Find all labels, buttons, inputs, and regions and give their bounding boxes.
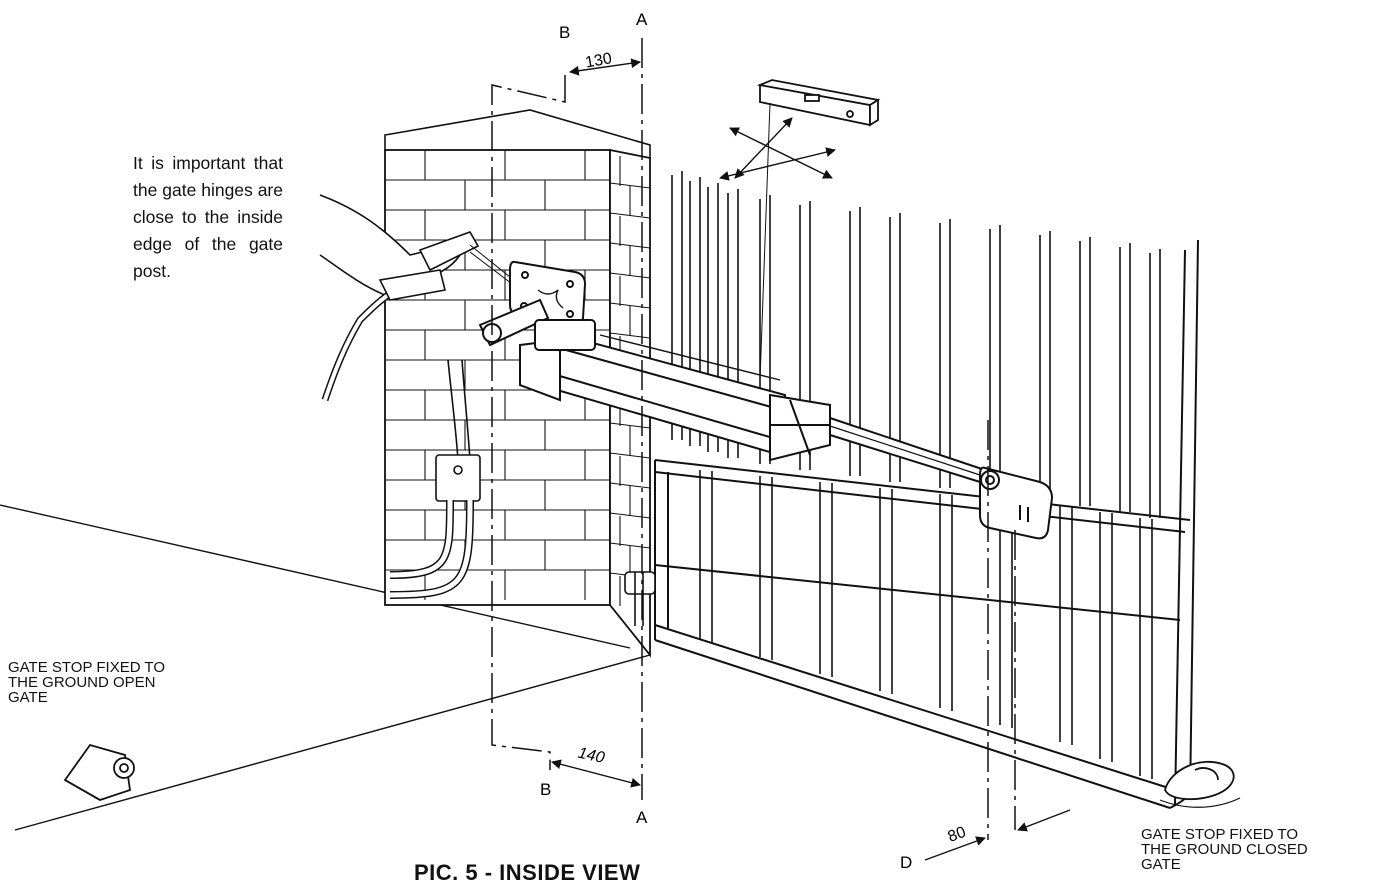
spirit-level bbox=[756, 79, 881, 381]
axis-b-top-label: B bbox=[559, 23, 570, 42]
dimension-80: 80 bbox=[946, 824, 969, 846]
axis-b-bottom-label: B bbox=[540, 780, 551, 799]
hinge-note: It is important that the gate hinges are… bbox=[133, 153, 283, 281]
gate-frame bbox=[654, 239, 1201, 809]
gate-actuator bbox=[519, 319, 987, 484]
axis-d-label: D bbox=[900, 853, 912, 872]
gate-stop-closed bbox=[1159, 760, 1241, 808]
dimension-130: 130 bbox=[584, 50, 613, 71]
gate-lower-bars bbox=[699, 470, 1153, 779]
level-arrows bbox=[719, 117, 836, 181]
gate-stop-closed-label: GATE STOP FIXED TO THE GROUND CLOSED GAT… bbox=[1141, 826, 1308, 873]
ground-lines bbox=[0, 504, 651, 831]
dimension-140: 140 bbox=[576, 745, 606, 767]
axis-d bbox=[987, 420, 1016, 840]
figure-caption: PIC. 5 - INSIDE VIEW bbox=[414, 860, 641, 885]
gate-stop-open bbox=[63, 743, 135, 801]
gate-bars bbox=[671, 171, 1161, 518]
dimension-lines bbox=[551, 58, 1071, 861]
junction-box bbox=[389, 359, 481, 599]
axis-b bbox=[491, 75, 566, 770]
gate-bracket bbox=[979, 466, 1054, 540]
welding-hand bbox=[319, 194, 521, 402]
axis-a-bottom-label: A bbox=[636, 808, 648, 827]
lower-hinge bbox=[624, 571, 656, 626]
axis-a-top-label: A bbox=[636, 10, 648, 29]
pillar-bracket bbox=[478, 260, 587, 347]
gate-stop-open-label: GATE STOP FIXED TO THE GROUND OPEN GATE bbox=[8, 659, 165, 706]
